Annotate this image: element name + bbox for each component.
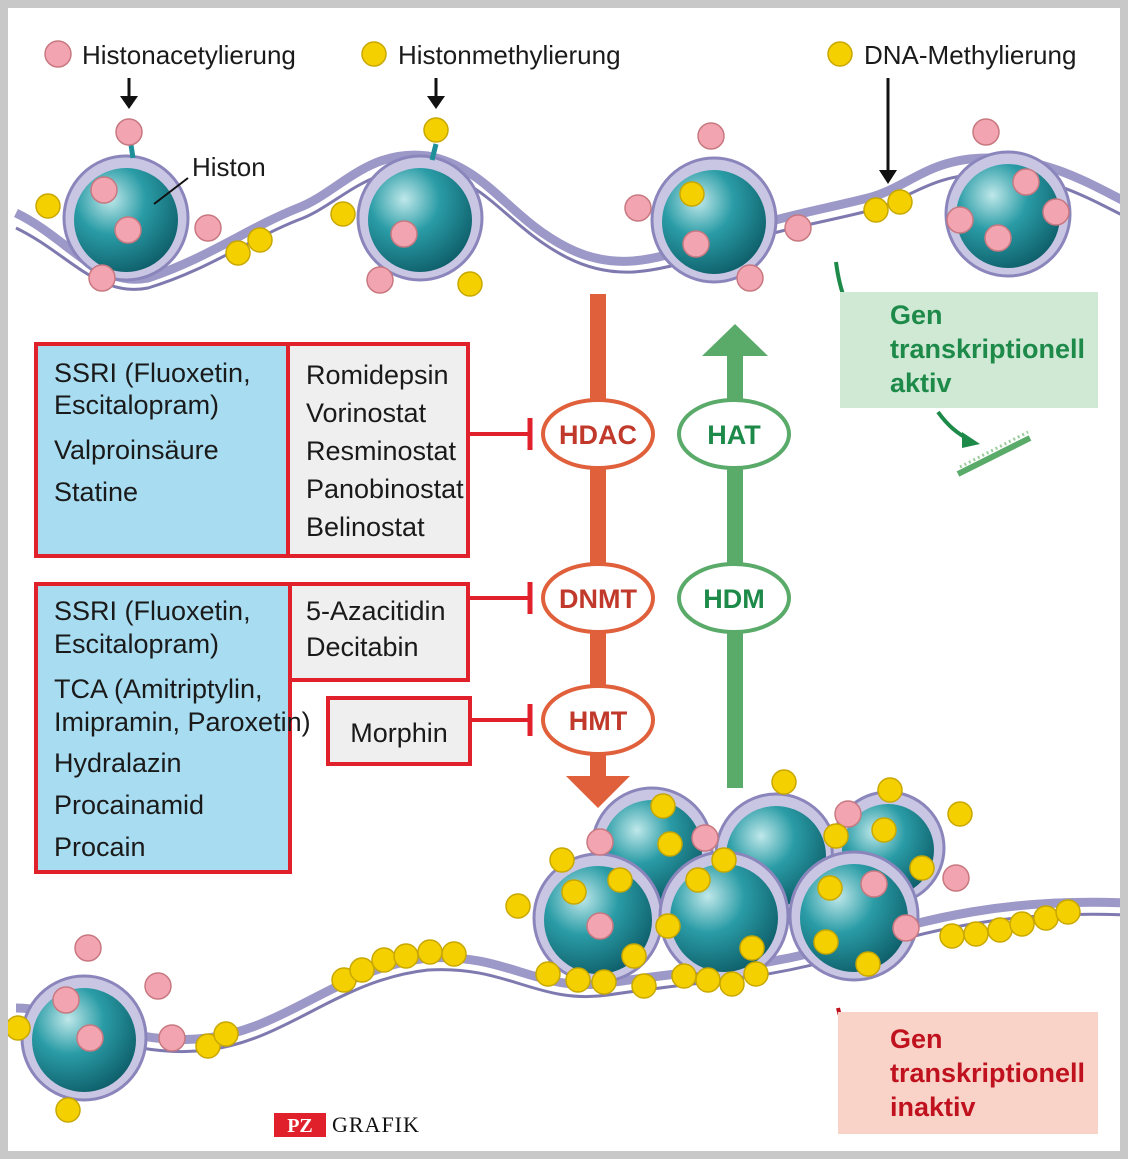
inhibitor-lines [468, 418, 533, 736]
gene-active-line-1: Gen [890, 300, 943, 330]
compact-chromatin-cluster [195, 769, 1081, 1059]
pz-logo [274, 1113, 326, 1137]
box2-right-line-1: 5-Azacitidin [306, 596, 446, 626]
box2-left-line-4: Imipramin, Paroxetin) [54, 707, 311, 737]
acetyl-legend-icon [44, 40, 72, 68]
gene-active-panel: Gen transkriptionell aktiv [834, 261, 1098, 477]
dnmt-label: DNMT [559, 584, 637, 614]
gene-active-line-3: aktiv [890, 368, 952, 398]
hat-oval: HAT [677, 398, 791, 470]
box2-left-line-6: Procainamid [54, 790, 204, 820]
top-dna-strand [14, 150, 1120, 291]
hdm-label: HDM [703, 584, 765, 614]
legend-dna-methylation: DNA-Methylierung [864, 40, 1076, 70]
gene-inactive-line-3: inaktiv [890, 1092, 976, 1122]
hat-label: HAT [707, 420, 761, 450]
box2-right-line-2: Decitabin [306, 632, 419, 662]
nucleosome-1 [35, 118, 273, 292]
nucleosome-2 [330, 117, 484, 297]
histone-methyl-legend-icon [361, 41, 387, 67]
box3-label: Morphin [350, 718, 448, 748]
drug-box-hdac: SSRI (Fluoxetin, Escitalopram) Valproins… [34, 342, 470, 558]
box2-left-line-5: Hydralazin [54, 748, 182, 778]
box1-right-line-5: Belinostat [306, 512, 425, 542]
box1-right-line-1: Romidepsin [306, 360, 449, 390]
drug-box-dnmt: SSRI (Fluoxetin, Escitalopram) TCA (Amit… [34, 582, 470, 874]
legend-histone-methylation: Histonmethylierung [398, 40, 621, 70]
pointer-arrows [120, 78, 897, 184]
pz-logo-text: PZ [287, 1115, 313, 1137]
pz-grafik-credit: PZ GRAFIK [274, 1112, 420, 1137]
box2-left-line-1: SSRI (Fluoxetin, [54, 596, 251, 626]
bottom-dna-methyl-marks [195, 899, 1081, 1059]
gene-inactive-line-2: transkriptionell [890, 1058, 1085, 1088]
histone-label: Histon [192, 152, 266, 182]
grafik-text: GRAFIK [332, 1112, 420, 1137]
nucleosome-4 [863, 118, 1072, 278]
box2-left-line-3: TCA (Amitriptylin, [54, 674, 263, 704]
hdac-oval: HDAC [541, 398, 655, 470]
box1-left-line-3: Valproinsäure [54, 435, 219, 465]
epigenetics-diagram: Histonacetylierung Histonmethylierung DN… [8, 40, 1120, 1137]
dna-methyl-legend-icon [827, 41, 853, 67]
dnmt-oval: DNMT [541, 562, 655, 634]
box1-right-line-3: Resminostat [306, 436, 457, 466]
histone-pointer-line [153, 177, 189, 205]
nucleosome-5 [8, 934, 186, 1123]
box2-left-line-7: Procain [54, 832, 146, 862]
gene-inactive-line-1: Gen [890, 1024, 943, 1054]
hdm-oval: HDM [677, 562, 791, 634]
legend: Histonacetylierung Histonmethylierung DN… [44, 40, 1076, 205]
upward-arrow [702, 324, 768, 788]
box1-left-line-2: Escitalopram) [54, 390, 219, 420]
box1-left-line-4: Statine [54, 477, 138, 507]
gene-inactive-panel: Gen transkriptionell inaktiv [836, 1007, 1098, 1134]
mrna-icon [956, 430, 1032, 477]
nucleosome-3 [624, 122, 812, 292]
legend-acetylation: Histonacetylierung [82, 40, 296, 70]
gene-active-line-2: transkriptionell [890, 334, 1085, 364]
hmt-label: HMT [569, 706, 628, 736]
drug-box-hmt: Morphin [326, 696, 472, 766]
hmt-oval: HMT [541, 684, 655, 756]
box1-right-line-4: Panobinostat [306, 474, 464, 504]
box2-left-line-2: Escitalopram) [54, 629, 219, 659]
box1-left-line-1: SSRI (Fluoxetin, [54, 358, 251, 388]
hdac-label: HDAC [559, 420, 637, 450]
box1-right-line-2: Vorinostat [306, 398, 427, 428]
